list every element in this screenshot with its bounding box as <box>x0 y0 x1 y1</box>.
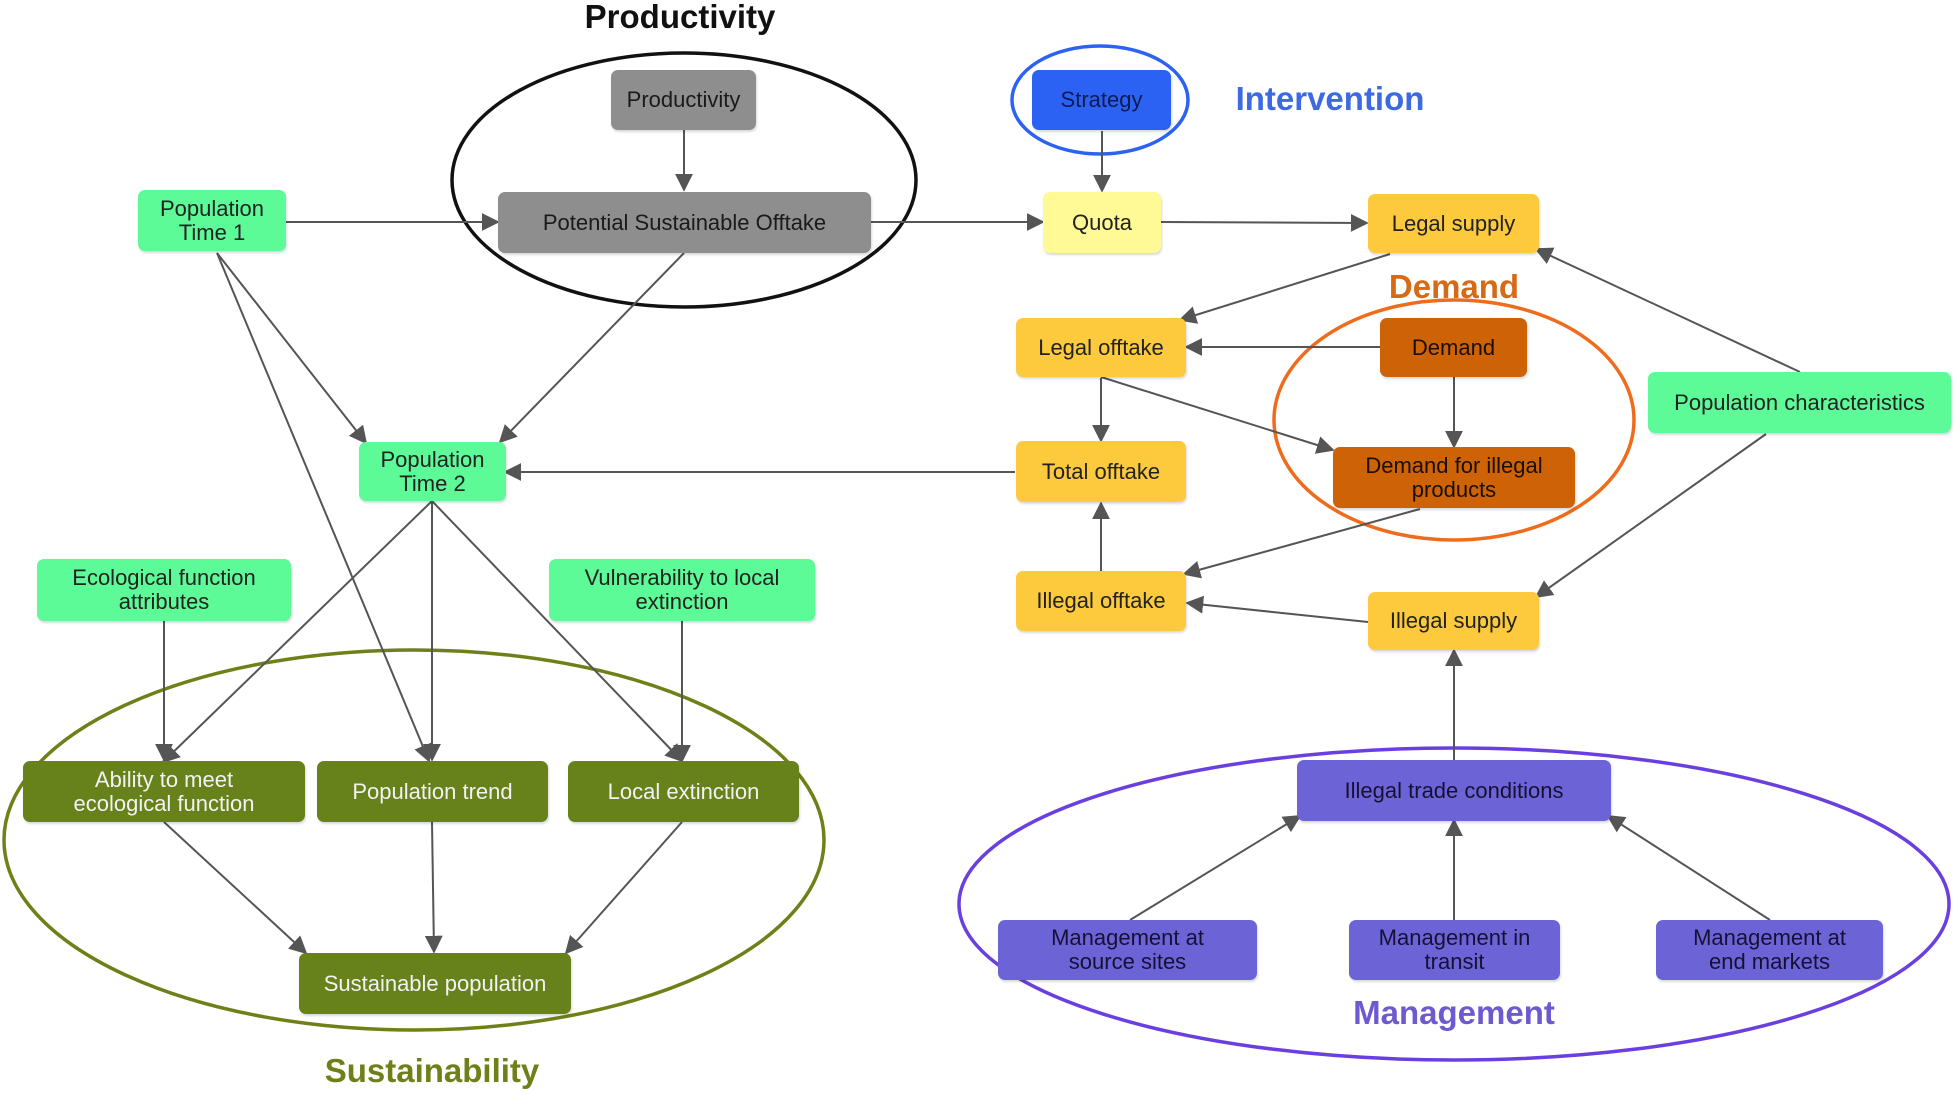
node-strategy: Strategy <box>1032 70 1171 130</box>
demand-group-ring <box>1272 298 1636 542</box>
node-legal-offtake: Legal offtake <box>1016 318 1186 377</box>
group-label-demand: Demand <box>1388 268 1520 305</box>
edge-pop2-to-ability <box>161 500 433 764</box>
edge-pop1-to-poptrend <box>216 252 432 763</box>
sustainability-group-ring <box>2 648 826 1032</box>
edge-pop1-to-pop2 <box>216 252 368 445</box>
node-local-extinction: Local extinction <box>568 761 799 822</box>
node-management-at-end-markets: Management at end markets <box>1656 920 1883 980</box>
node-legal-supply: Legal supply <box>1368 194 1539 253</box>
edge-mgmt-end-to-trade <box>1606 815 1771 921</box>
node-population-time1: Population Time 1 <box>138 190 286 251</box>
edge-quota-to-legal-supply <box>1160 213 1369 232</box>
node-productivity: Productivity <box>611 70 756 130</box>
edge-legal-offtake-to-demand-illegal <box>1100 376 1335 454</box>
edge-ability-to-sustainable <box>163 821 308 955</box>
group-label-productivity: Productivity <box>584 0 776 35</box>
node-population-characteristics: Population characteristics <box>1648 372 1951 433</box>
edge-pso-to-pop2 <box>498 252 685 444</box>
node-population-trend: Population trend <box>317 761 548 822</box>
edge-pop2-to-local-extinction <box>431 500 684 763</box>
node-ability-to-meet-ecological-function: Ability to meet ecological function <box>23 761 305 822</box>
edge-legal-supply-to-legal-offtake <box>1178 253 1391 324</box>
node-demand: Demand <box>1380 318 1527 377</box>
edge-mgmt-source-to-trade <box>1129 815 1302 921</box>
edge-demand-illegal-to-illegal-offtake <box>1182 508 1421 579</box>
group-label-management: Management <box>1353 994 1555 1031</box>
intervention-group-ring <box>1010 44 1190 156</box>
edge-illegal-supply-to-illegal-offtake <box>1185 595 1369 623</box>
node-illegal-offtake: Illegal offtake <box>1016 571 1186 631</box>
node-illegal-supply: Illegal supply <box>1368 592 1539 650</box>
group-label-sustainability: Sustainability <box>324 1052 540 1089</box>
productivity-group-ring <box>450 51 918 309</box>
node-vulnerability-to-local-extinction: Vulnerability to local extinction <box>549 559 815 621</box>
edge-poptrend-to-sustainable <box>424 821 443 954</box>
node-demand-for-illegal-products: Demand for illegal products <box>1333 447 1575 508</box>
group-label-intervention: Intervention <box>1235 80 1425 117</box>
node-quota: Quota <box>1043 192 1161 253</box>
edge-popchar-to-illegal-supply <box>1534 433 1767 599</box>
node-sustainable-population: Sustainable population <box>299 953 571 1014</box>
node-potential-sustainable-offtake: Potential Sustainable Offtake <box>498 192 871 253</box>
node-total-offtake: Total offtake <box>1016 441 1186 502</box>
node-ecological-function-attributes: Ecological function attributes <box>37 559 291 621</box>
node-illegal-trade-conditions: Illegal trade conditions <box>1297 760 1611 821</box>
edge-local-extinction-to-sustainable <box>564 821 683 955</box>
node-management-at-source-sites: Management at source sites <box>998 920 1257 980</box>
node-population-time2: Population Time 2 <box>359 442 506 501</box>
node-management-in-transit: Management in transit <box>1349 920 1560 980</box>
edge-popchar-to-legal-supply <box>1534 247 1801 373</box>
